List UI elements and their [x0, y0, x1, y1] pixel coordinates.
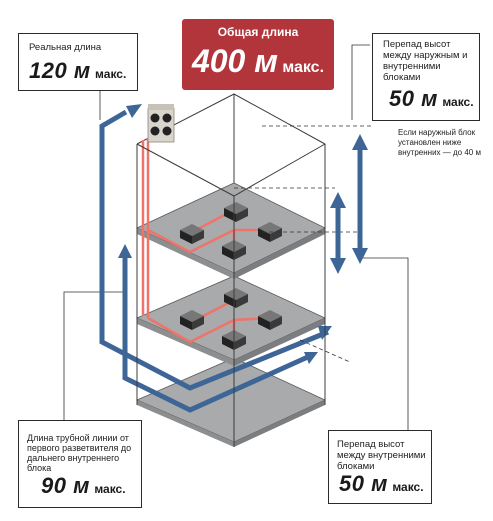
height-indoor-indoor-value: 50 м макс. — [339, 471, 424, 497]
height-outdoor-indoor-callout: Перепад высот между наружным и внутренни… — [372, 33, 480, 121]
actual-length-callout: Реальная длина 120 м макс. — [18, 33, 138, 91]
height-arrow-indoor-indoor — [330, 192, 346, 274]
branch-length-number: 90 м — [41, 473, 90, 498]
height-outdoor-indoor-value: 50 м макс. — [389, 86, 474, 112]
outdoor-unit-icon — [147, 104, 175, 143]
outdoor-below-note: Если наружный блок установлен ниже внутр… — [398, 128, 481, 157]
height-outdoor-indoor-number: 50 м — [389, 86, 438, 111]
height-indoor-indoor-number: 50 м — [339, 471, 388, 496]
branch-arrow — [122, 250, 312, 413]
floor-second — [135, 275, 326, 366]
total-length-value: 400 м макс. — [182, 43, 334, 80]
branch-length-callout: Длина трубной линии от первого разветвит… — [18, 420, 142, 508]
building-front — [136, 143, 326, 447]
height-indoor-indoor-label: Перепад высот между внутренними блоками — [337, 439, 426, 472]
actual-length-value: 120 м макс. — [29, 58, 126, 84]
total-length-number: 400 м — [191, 43, 278, 79]
floor-third — [136, 182, 326, 279]
actual-length-arrow-head — [126, 104, 142, 118]
indoor-units-upper — [180, 202, 282, 260]
indoor-units-lower — [180, 288, 282, 350]
total-length-label: Общая длина — [217, 25, 299, 39]
branch-length-value: 90 м макс. — [41, 473, 126, 499]
height-arrow-outdoor-indoor — [352, 134, 368, 264]
height-indoor-indoor-callout: Перепад высот между внутренними блоками … — [328, 430, 432, 504]
height-outdoor-indoor-unit: макс. — [442, 95, 474, 109]
branch-arrow-head-right — [304, 352, 318, 364]
dashed-guides — [234, 125, 372, 363]
height-indoor-indoor-unit: макс. — [392, 480, 424, 494]
branch-length-label: Длина трубной линии от первого разветвит… — [27, 433, 132, 473]
actual-length-number: 120 м — [29, 58, 91, 83]
total-length-unit: макс. — [282, 59, 325, 76]
branch-length-unit: макс. — [94, 482, 126, 496]
actual-length-unit: макс. — [95, 67, 127, 81]
branch-arrow-head-up — [118, 244, 132, 258]
total-length-badge: Общая длина 400 м макс. — [182, 19, 334, 90]
actual-length-label: Реальная длина — [29, 42, 102, 53]
actual-length-arrow — [99, 109, 329, 391]
height-outdoor-indoor-label: Перепад высот между наружным и внутренни… — [383, 39, 468, 83]
floor-ground — [135, 357, 326, 447]
